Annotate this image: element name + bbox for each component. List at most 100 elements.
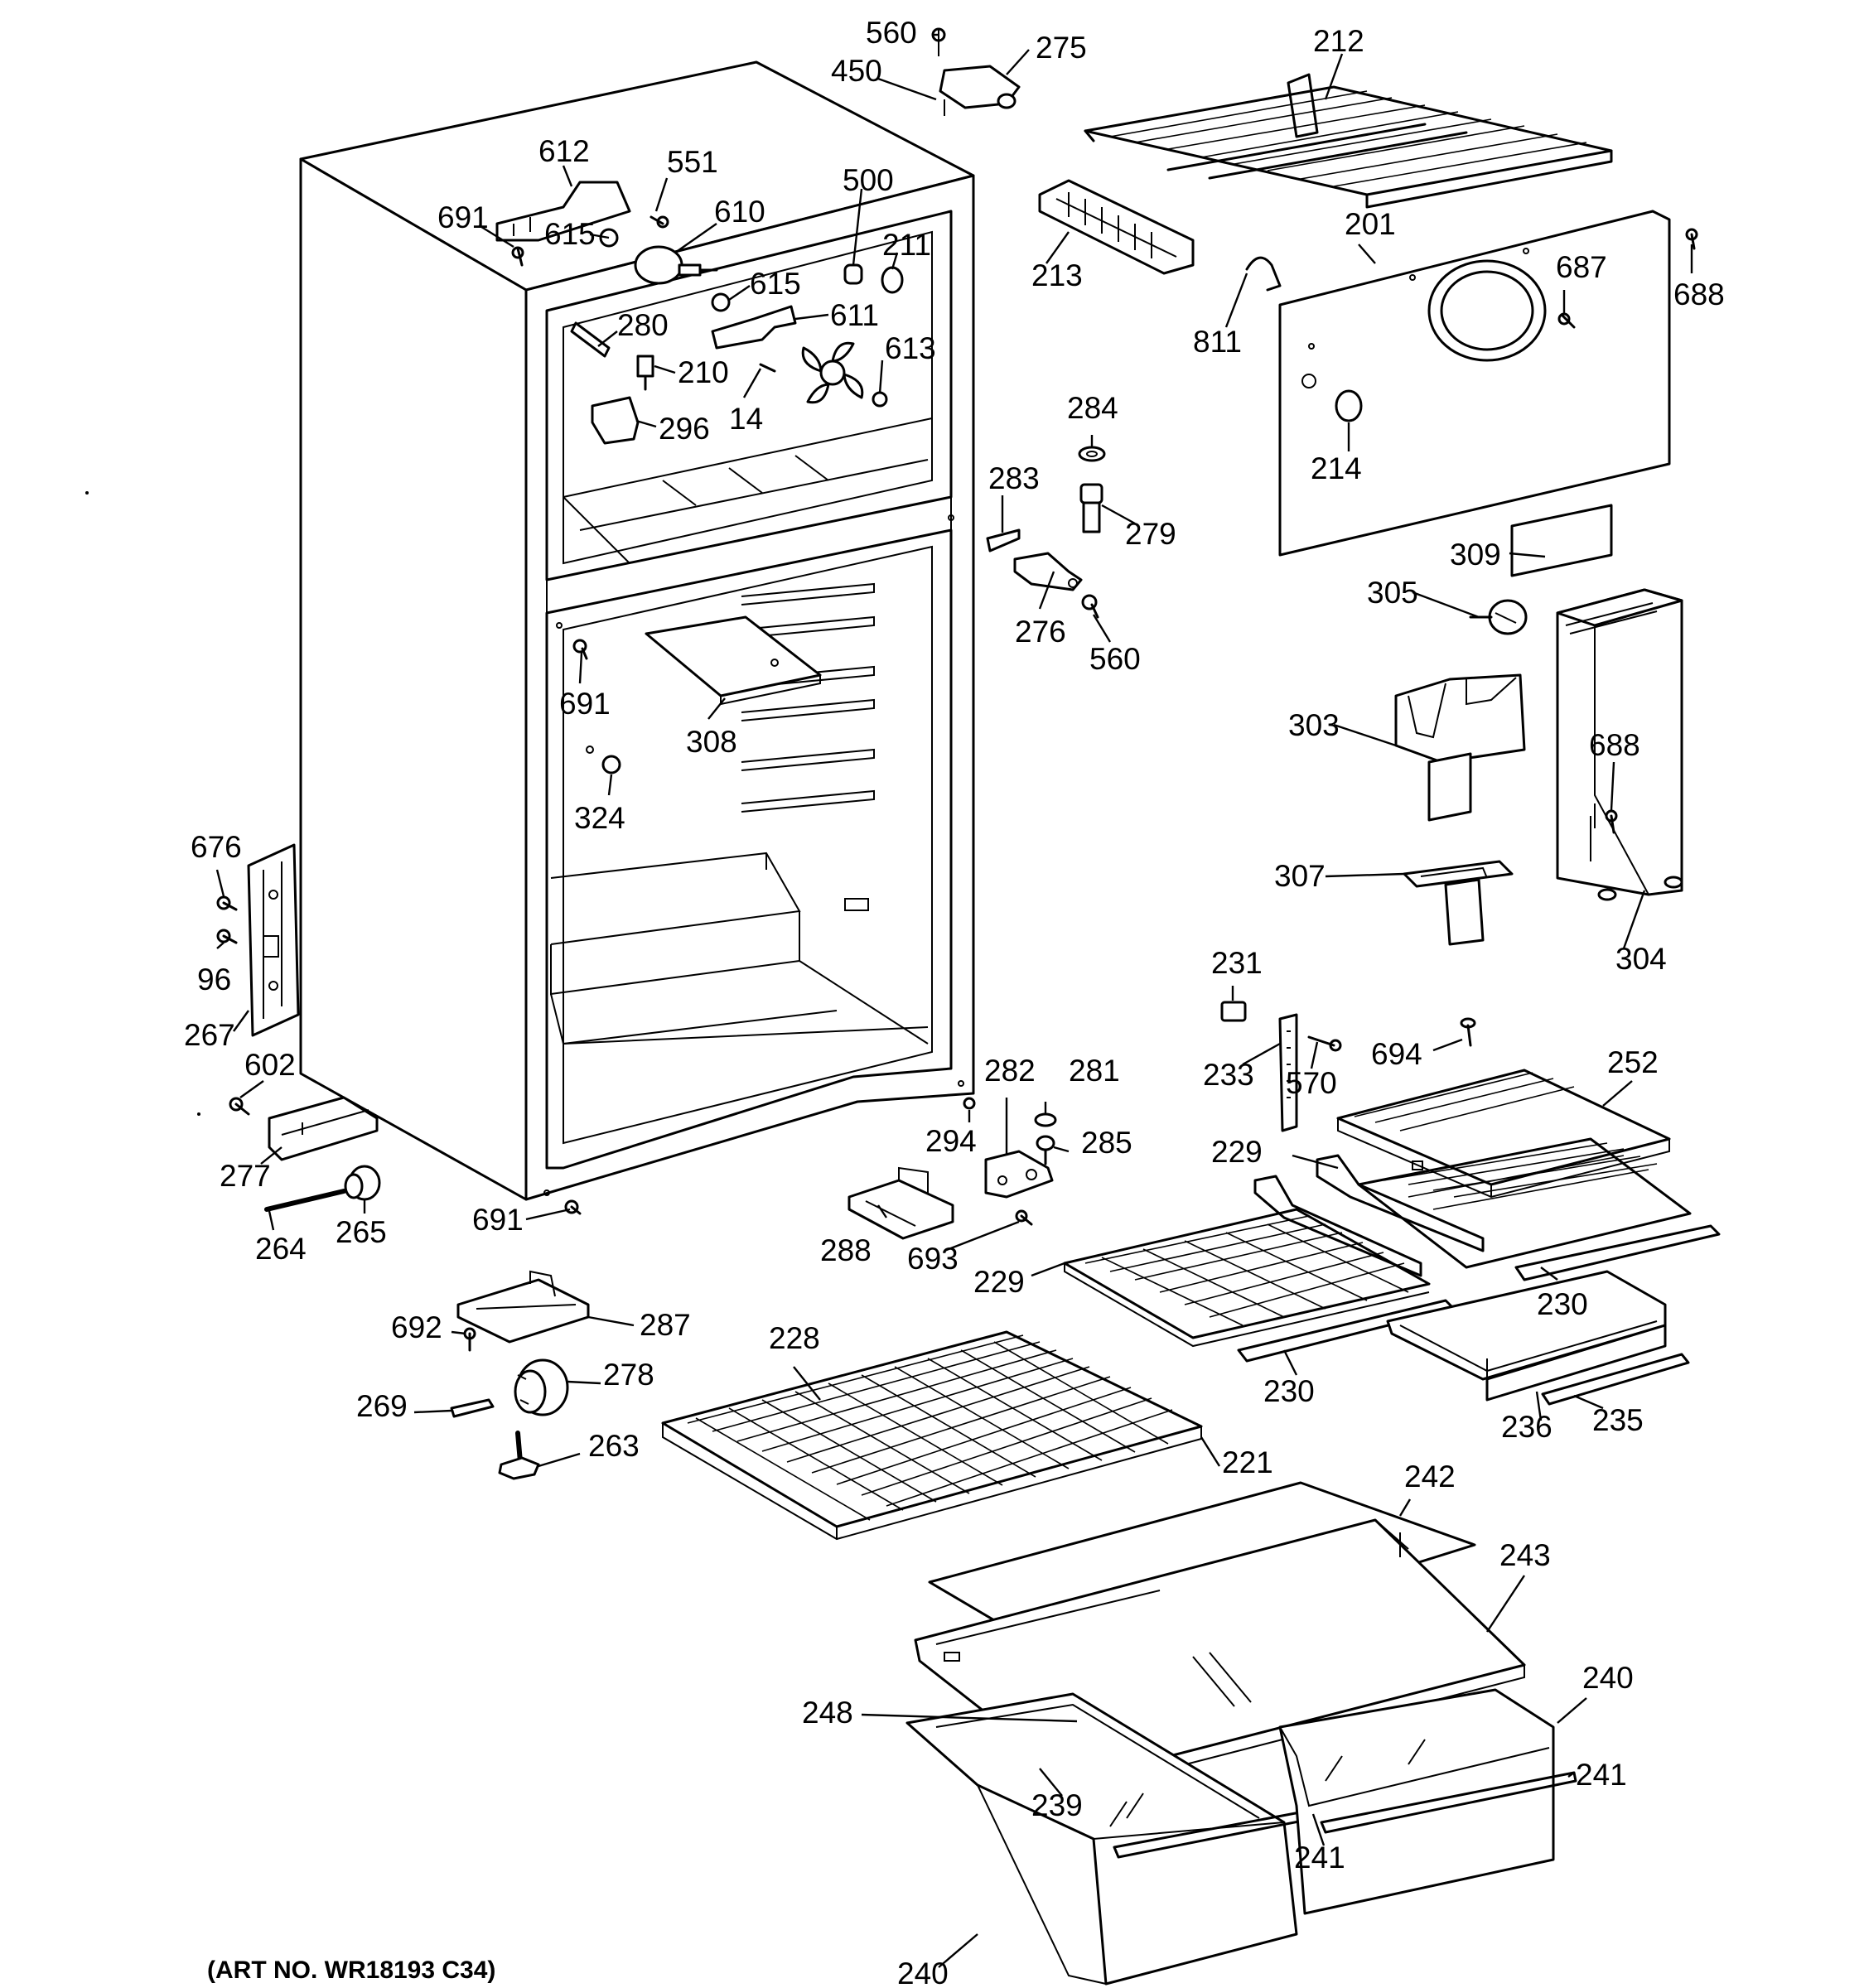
bottom-hinge-277 xyxy=(268,1096,379,1161)
label-267: 267 xyxy=(184,1018,235,1052)
screw-691a xyxy=(511,246,524,267)
label-288: 288 xyxy=(820,1233,872,1267)
label-283: 283 xyxy=(988,461,1040,495)
label-811: 811 xyxy=(1193,325,1242,359)
hinge-shim-283 xyxy=(986,528,1021,552)
screw-676 xyxy=(216,895,238,911)
label-688b: 688 xyxy=(1589,728,1640,762)
label-269: 269 xyxy=(356,1389,408,1423)
crisper-drawer-240a xyxy=(905,1692,1317,1986)
label-282: 282 xyxy=(984,1054,1036,1088)
label-324: 324 xyxy=(574,801,625,835)
screw-691c xyxy=(564,1199,582,1215)
pin-264 xyxy=(264,1189,346,1212)
screw-694 xyxy=(1460,1017,1476,1047)
label-213: 213 xyxy=(1031,258,1083,292)
left-hinge-parts xyxy=(216,843,582,1215)
label-265: 265 xyxy=(336,1215,387,1249)
pin-285 xyxy=(1036,1135,1055,1165)
label-240a: 240 xyxy=(897,1957,949,1988)
label-500: 500 xyxy=(843,163,894,197)
clip-280 xyxy=(570,321,611,358)
label-210: 210 xyxy=(678,355,729,389)
label-14: 14 xyxy=(729,402,763,436)
freezer-wire-shelf-212 xyxy=(1084,73,1613,209)
label-248: 248 xyxy=(802,1696,853,1730)
trim-235 xyxy=(1541,1353,1690,1406)
label-263: 263 xyxy=(588,1429,640,1463)
label-278: 278 xyxy=(603,1358,654,1392)
label-676: 676 xyxy=(191,830,242,864)
label-294: 294 xyxy=(925,1124,977,1158)
top-hinge-275 xyxy=(931,27,1021,116)
label-228: 228 xyxy=(769,1321,820,1355)
screw-693 xyxy=(1015,1209,1033,1226)
label-305: 305 xyxy=(1367,576,1418,610)
plug-324 xyxy=(601,755,621,774)
screw-688b xyxy=(1605,809,1618,834)
ice-tray-213 xyxy=(1038,179,1195,275)
fan-blade-613 xyxy=(801,341,864,404)
label-694: 694 xyxy=(1371,1037,1422,1071)
damper-303 xyxy=(1394,673,1526,822)
label-615a: 615 xyxy=(544,217,596,251)
refrigerator-cabinet xyxy=(299,60,975,1201)
label-275: 275 xyxy=(1036,31,1087,65)
label-693: 693 xyxy=(907,1242,959,1276)
shelf-rail-233 xyxy=(1278,1013,1298,1132)
label-308: 308 xyxy=(686,725,737,759)
label-201: 201 xyxy=(1345,207,1396,241)
bracket-282 xyxy=(984,1150,1054,1199)
label-212: 212 xyxy=(1313,24,1364,58)
label-241b: 241 xyxy=(1294,1841,1345,1875)
label-239: 239 xyxy=(1031,1788,1083,1822)
label-236: 236 xyxy=(1501,1410,1553,1444)
clip-811 xyxy=(1245,256,1282,292)
label-615b: 615 xyxy=(750,267,801,301)
label-688a: 688 xyxy=(1673,277,1725,311)
clip-231 xyxy=(1220,1001,1247,1022)
label-235: 235 xyxy=(1592,1403,1644,1437)
grommet-500 xyxy=(843,263,863,285)
label-96: 96 xyxy=(197,963,231,996)
label-233: 233 xyxy=(1203,1058,1254,1092)
label-551: 551 xyxy=(667,145,718,179)
label-570: 570 xyxy=(1286,1066,1337,1100)
door-stop-hardware xyxy=(986,446,1106,619)
label-303: 303 xyxy=(1288,708,1340,742)
lower-hinge-parts xyxy=(450,1097,1057,1480)
bracket-267 xyxy=(247,843,300,1037)
label-307: 307 xyxy=(1274,859,1326,893)
label-229a: 229 xyxy=(973,1265,1025,1299)
label-611: 611 xyxy=(830,298,879,332)
label-280: 280 xyxy=(617,308,669,342)
label-240b: 240 xyxy=(1582,1661,1634,1695)
label-281: 281 xyxy=(1069,1054,1120,1088)
label-241a: 241 xyxy=(1576,1758,1627,1792)
label-279: 279 xyxy=(1125,517,1176,551)
evaporator-cover-201 xyxy=(1278,210,1671,557)
label-211: 211 xyxy=(882,228,931,262)
part-labels: 560 450 275 212 612 551 691 615 610 500 … xyxy=(184,16,1725,1988)
label-304: 304 xyxy=(1615,942,1667,976)
art-number: (ART NO. WR18193 C34) xyxy=(207,1957,495,1984)
hinge-pin-279 xyxy=(1079,483,1103,533)
label-691b: 691 xyxy=(559,687,611,721)
bracket-611 xyxy=(711,305,797,350)
nut-615 xyxy=(599,228,619,248)
screw-602 xyxy=(229,1097,250,1116)
screw-570 xyxy=(1307,1035,1342,1052)
label-309: 309 xyxy=(1450,538,1501,572)
crisper-drawer-240b xyxy=(1278,1688,1577,1915)
label-602: 602 xyxy=(244,1048,296,1082)
damper-knob-307 xyxy=(1403,860,1514,946)
label-264: 264 xyxy=(255,1232,307,1266)
label-230a: 230 xyxy=(1263,1374,1315,1408)
label-252: 252 xyxy=(1607,1045,1659,1079)
dial-305 xyxy=(1469,599,1528,635)
label-687: 687 xyxy=(1556,250,1607,284)
glass-shelf-252 xyxy=(1336,1069,1671,1199)
nut-615b xyxy=(711,292,731,312)
label-692: 692 xyxy=(391,1310,442,1344)
label-243: 243 xyxy=(1499,1538,1551,1572)
